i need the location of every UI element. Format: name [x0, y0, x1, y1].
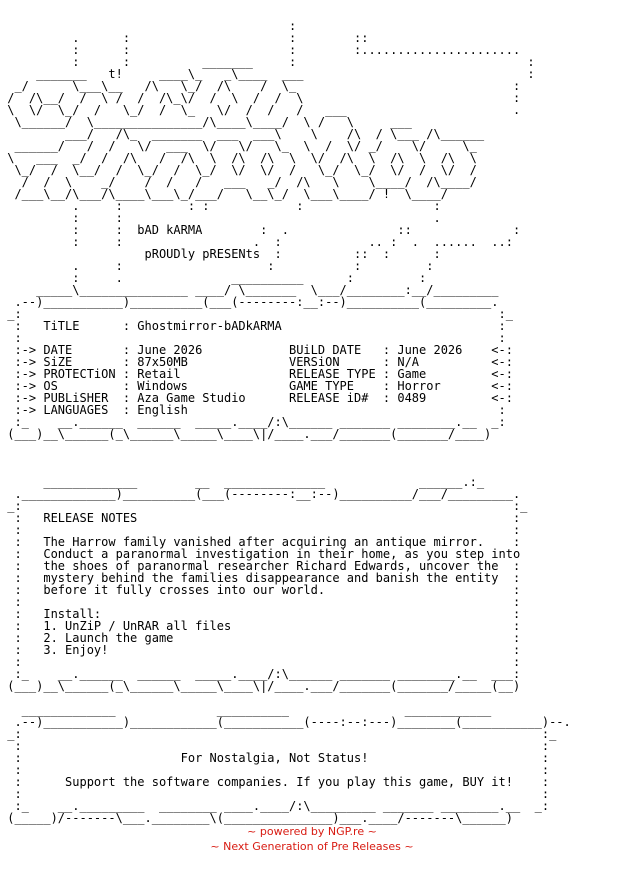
nfo-line: : 3. Enjoy! :	[0, 643, 521, 657]
nfo-line: : :	[0, 787, 550, 801]
nfo-line: : : . : .. : . ...... ..:	[0, 235, 513, 249]
footer-tagline: ~ Next Generation of Pre Releases ~	[210, 840, 414, 853]
nfo-art-block: : . : : :: : : : :......................…	[0, 20, 624, 824]
nfo-line: ._____________)__________(___(--------:_…	[0, 487, 521, 501]
nfo-line: /___\__/\___/\____\___\_/___/ \__\_/ \__…	[0, 187, 448, 201]
nfo-line: .--)___________)____________(___________…	[0, 715, 571, 729]
nfo-line: : :	[0, 763, 550, 777]
nfo-line: : mystery behind the families disappeara…	[0, 571, 521, 585]
nfo-line: :-> PROTECTiON : Retail RELEASE TYPE : G…	[0, 367, 513, 381]
nfo-line: ___/ /\_ _______ ___ ___\ \ /\ / \___ /\…	[0, 127, 485, 141]
nfo-line: : : .	[0, 211, 441, 225]
nfo-line: : The Harrow family vanished after acqui…	[0, 535, 521, 549]
nfo-line: : Support the software companies. If you…	[0, 775, 550, 789]
nfo-line: : :	[0, 655, 521, 669]
nfo-line: : :	[0, 523, 521, 537]
footer-credits: ~ powered by NGP.re ~ ~ Next Generation …	[0, 824, 624, 854]
nfo-line: :-> PUBLiSHER : Aza Game Studio RELEASE …	[0, 391, 513, 405]
nfo-line: :	[0, 19, 297, 33]
nfo-line: :_ __._________ ________ ____.____/:\___…	[0, 799, 550, 813]
nfo-line: . : : : : :	[0, 199, 441, 213]
nfo-line: : Conduct a paranormal investigation in …	[0, 547, 521, 561]
nfo-line: / /\__/ / \ / / /\_\/ / \ / / \ :	[0, 91, 521, 105]
footer-powered-by: ~ powered by NGP.re ~	[247, 825, 377, 838]
nfo-line: : RELEASE NOTES :	[0, 511, 521, 525]
nfo-line: :_ __.______ ______ _____.____/:\______ …	[0, 415, 506, 429]
nfo-line: : : : :......................	[0, 43, 521, 57]
nfo-line: : For Nostalgia, Not Status! :	[0, 751, 550, 765]
nfo-line: : Install: :	[0, 607, 521, 621]
nfo-line: _____________ __________ ____________	[0, 703, 492, 717]
nfo-line: :-> LANGUAGES : English :	[0, 403, 506, 417]
nfo-line: : :	[0, 331, 506, 345]
nfo-line: : 1. UnZiP / UnRAR all files :	[0, 619, 521, 633]
nfo-line: _______ t! ____\_ _\____ ___ :	[0, 67, 535, 81]
nfo-line: \_/ / \__/ / \_/ / \_/ \/ \/ / \_/ \_/ \…	[0, 163, 477, 177]
nfo-line: (_____)/-------\___.________\(__________…	[0, 811, 513, 825]
nfo-line: : before it fully crosses into our world…	[0, 583, 521, 597]
nfo-line: . : : : :	[0, 259, 434, 273]
nfo-line: . : : ::	[0, 31, 369, 45]
nfo-line: _____\_______________ ____/ \_______ \__…	[0, 283, 499, 297]
nfo-line: : :	[0, 595, 521, 609]
nfo-line: \______/ \_______________/\____\____/ \ …	[0, 115, 412, 129]
nfo-line	[0, 452, 624, 464]
nfo-line: _/ \___\__ /\ \_/ /\ / \_ :	[0, 79, 521, 93]
nfo-line: pROUDly pRESENts : :: : :	[0, 247, 441, 261]
nfo-line: (___)__\______(_\______\_____\____\|/___…	[0, 427, 492, 441]
nfo-line: :-> DATE : June 2026 BUiLD DATE : June 2…	[0, 343, 513, 357]
nfo-line: _: :_	[0, 307, 513, 321]
nfo-line: _____________ __ ______________ ______.:…	[0, 475, 485, 489]
nfo-line: : : _______ : :	[0, 55, 535, 69]
nfo-line: : . __________ : :	[0, 271, 427, 285]
nfo-line: : :	[0, 739, 550, 753]
nfo-line: _: :_	[0, 727, 557, 741]
nfo-line: ______/ / / \/ ___ \/ \/ \_ \ / \/ _/ \/…	[0, 139, 477, 153]
nfo-line: _: :_	[0, 499, 528, 513]
nfo-line: :-> SiZE : 87x50MB VERSiON : N/A <-:	[0, 355, 513, 369]
nfo-line: :_ __.______ ______ _____.____/:\______ …	[0, 667, 521, 681]
nfo-line: : the shoes of paranormal researcher Ric…	[0, 559, 521, 573]
nfo-line	[0, 440, 624, 452]
nfo-line: : TiTLE : Ghostmirror-bADkARMA :	[0, 319, 506, 333]
nfo-line: : 2. Launch the game :	[0, 631, 521, 645]
nfo-line: \ \/ \_/ / \_/ / \_ \/ / / / ___ .	[0, 103, 521, 117]
nfo-line: / / \ _/ / / / ___ _/ /\ \ \____/ /\____…	[0, 175, 477, 189]
nfo-line: :-> OS : Windows GAME TYPE : Horror <-:	[0, 379, 513, 393]
nfo-line: : : bAD kARMA : . :: :	[0, 223, 521, 237]
nfo-line: \ ___ _/ / /\ / /\ \ /\ /\ \ \/ /\ \ /\ …	[0, 151, 477, 165]
nfo-line: (___)__\______(_\______\_____\____\|/___…	[0, 679, 521, 693]
nfo-line: .--)___________)__________(___(--------:…	[0, 295, 499, 309]
